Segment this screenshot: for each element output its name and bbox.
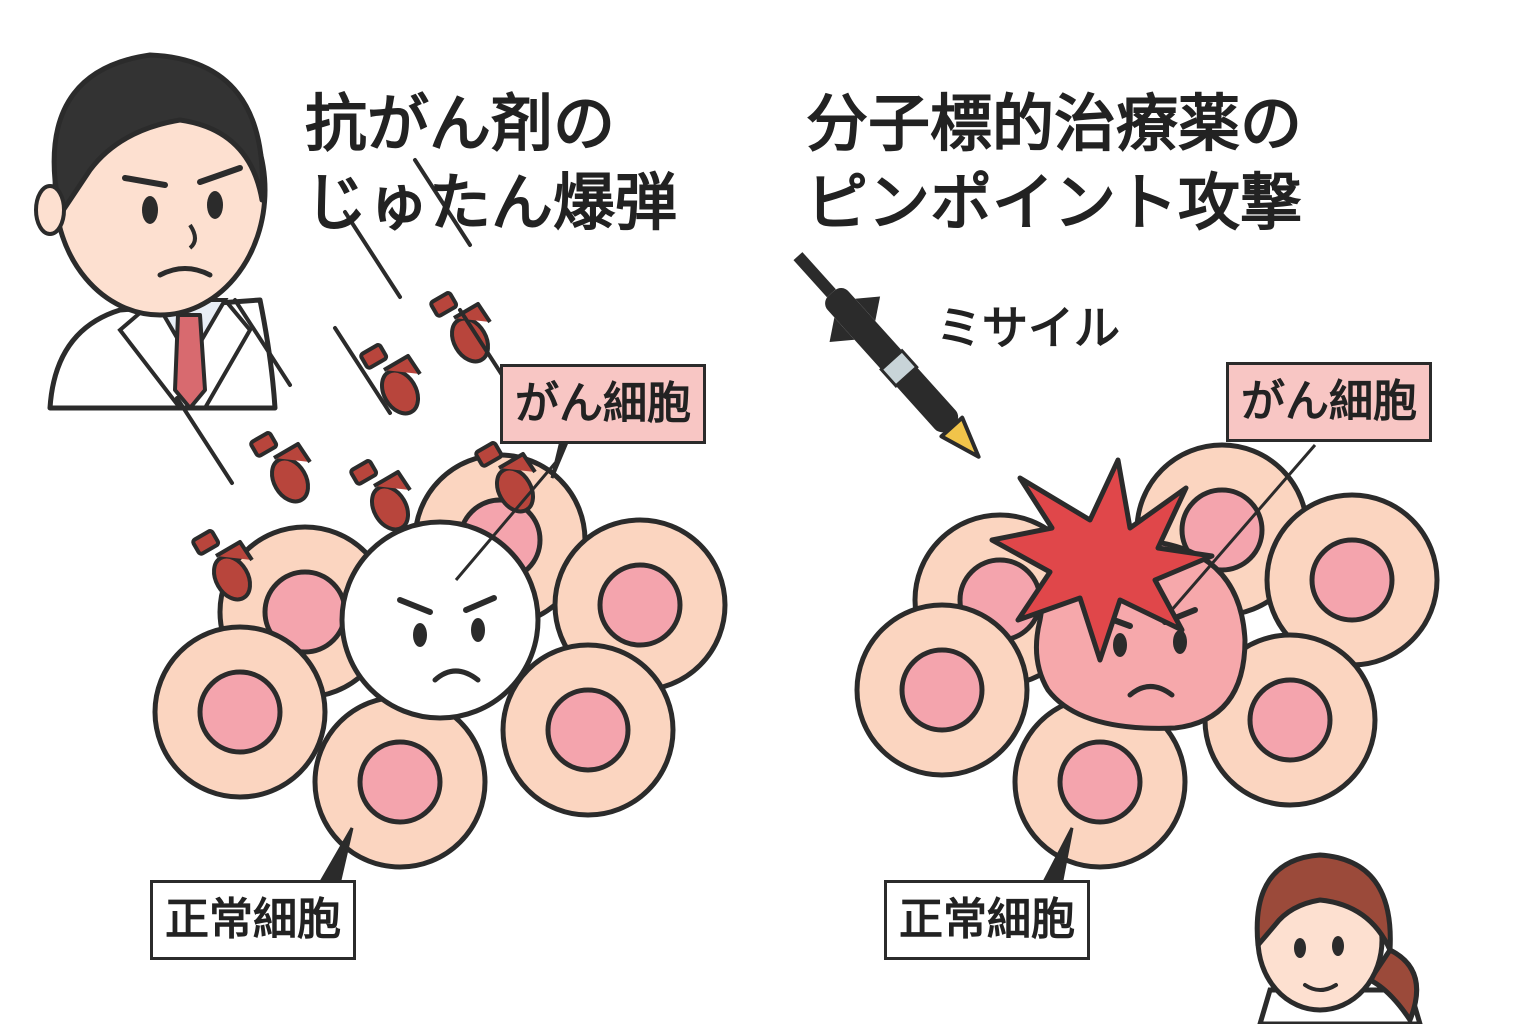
normal-cell xyxy=(315,697,485,867)
cancer-cell-label-left: がん細胞 xyxy=(500,364,706,444)
normal-cell xyxy=(155,627,325,797)
left-title-line2: じゅたん爆弾 xyxy=(305,166,678,240)
left-title-line1: 抗がん剤の xyxy=(305,87,616,160)
missile-label: ミサイル xyxy=(936,301,1120,355)
right-title-line1: 分子標的治療薬の xyxy=(806,87,1303,160)
bomb-icon xyxy=(175,396,260,608)
missile-icon xyxy=(793,252,981,459)
normal-cell-label-right: 正常細胞 xyxy=(884,880,1090,960)
normal-cell-label-left: 正常細胞 xyxy=(150,880,356,960)
right-title-line2: ピンポイント攻撃 xyxy=(806,166,1303,240)
left-title: 抗がん剤の じゅたん爆弾 xyxy=(305,84,677,243)
normal-cell xyxy=(857,605,1027,775)
bomb-icon xyxy=(343,210,428,422)
cancer-cell-left xyxy=(339,519,541,721)
nurse-icon xyxy=(1254,852,1423,1024)
cancer-cell-label-right: がん細胞 xyxy=(1226,362,1432,442)
angry-face-icon xyxy=(397,595,497,683)
explosion-icon xyxy=(989,457,1215,663)
doctor-icon xyxy=(34,52,278,411)
cancer-pointer-right xyxy=(1168,444,1317,613)
normal-cell xyxy=(503,645,673,815)
right-title: 分子標的治療薬の ピンポイント攻撃 xyxy=(806,84,1302,243)
